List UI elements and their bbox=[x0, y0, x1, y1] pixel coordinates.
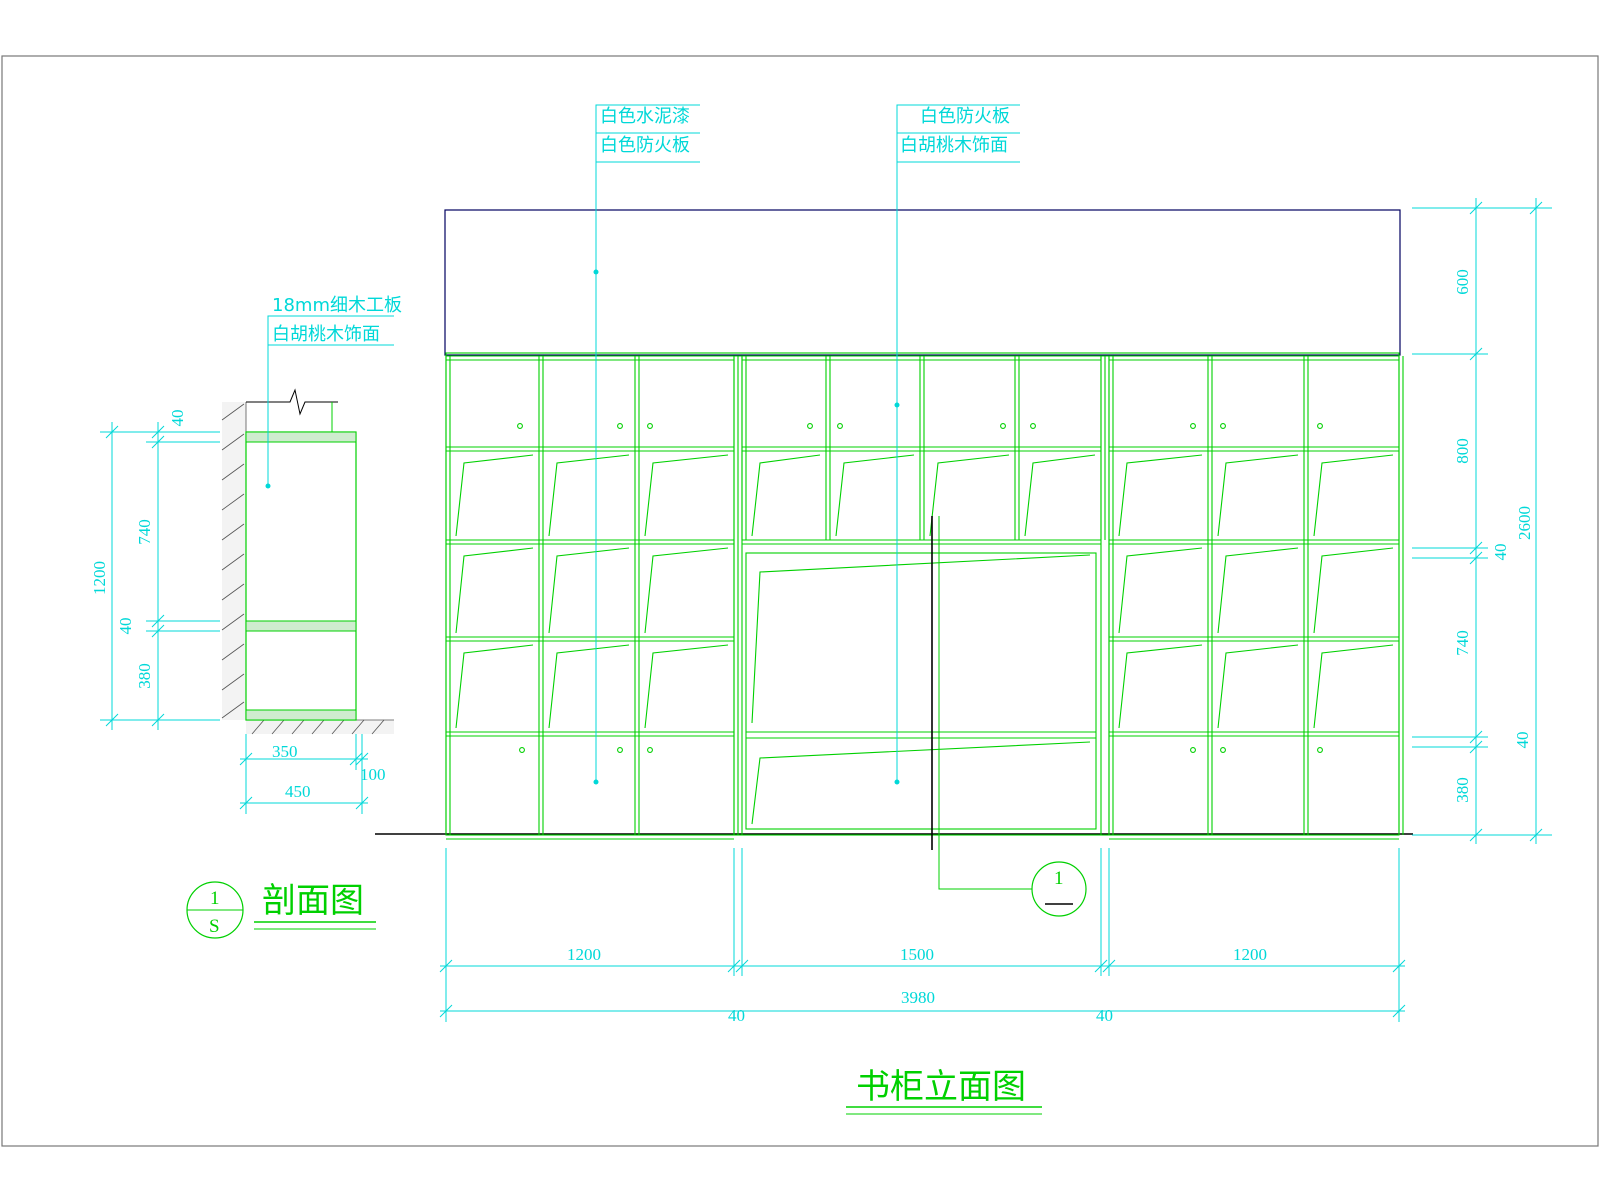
slanted-shelf bbox=[751, 454, 821, 537]
slanted-shelf bbox=[1313, 454, 1394, 537]
section-dim-740: 740 bbox=[135, 519, 154, 545]
slanted-shelf bbox=[1313, 644, 1394, 729]
section-dim-100: 100 bbox=[360, 765, 386, 784]
door-knob bbox=[1317, 747, 1323, 753]
dim-right-600: 600 bbox=[1453, 269, 1472, 295]
section-title-block: 1 S 剖面图 bbox=[186, 881, 376, 939]
central-frame bbox=[745, 552, 1097, 830]
section-callout-bottom: S bbox=[209, 916, 220, 937]
door-knob bbox=[1000, 423, 1006, 429]
door-knob bbox=[1030, 423, 1036, 429]
dim-right-740: 740 bbox=[1453, 630, 1472, 656]
slanted-shelf bbox=[1217, 454, 1299, 537]
note-left-2: 白色防火板 bbox=[600, 135, 690, 156]
door-knob bbox=[647, 423, 653, 429]
dim-bottom-2: 1500 bbox=[900, 945, 934, 964]
note-left-1: 白色水泥漆 bbox=[600, 106, 690, 127]
door-knob bbox=[1317, 423, 1323, 429]
door-knob bbox=[807, 423, 813, 429]
slanted-shelf bbox=[1118, 454, 1203, 537]
leaders bbox=[595, 104, 1020, 782]
slanted-shelf bbox=[548, 644, 630, 729]
dim-bottom-gap-1: 40 bbox=[728, 1006, 745, 1025]
dim-right-380: 380 bbox=[1453, 777, 1472, 803]
section-cut-marker: 1 bbox=[931, 516, 1087, 917]
leader-right bbox=[896, 104, 1020, 782]
note-right-1: 白色防火板 bbox=[920, 106, 1010, 127]
section-dim-350: 350 bbox=[272, 742, 298, 761]
dim-right-800: 800 bbox=[1453, 438, 1472, 464]
slanted-shelf bbox=[1024, 454, 1096, 537]
slanted-shelf bbox=[1118, 547, 1203, 634]
section-mid-board bbox=[245, 620, 357, 632]
leader-dots bbox=[265, 269, 900, 785]
slanted-shelf bbox=[455, 547, 534, 634]
soffit-panel bbox=[444, 209, 1401, 356]
drawing-frame bbox=[1, 55, 1599, 1147]
section-vertical-dimensions bbox=[100, 422, 220, 730]
note-right-2: 白胡桃木饰面 bbox=[900, 135, 1008, 156]
slanted-shelf bbox=[455, 644, 534, 729]
section-detail bbox=[221, 315, 394, 735]
dim-bottom-total: 3980 bbox=[901, 988, 935, 1007]
door-knob bbox=[1190, 423, 1196, 429]
dim-bottom-1: 1200 bbox=[567, 945, 601, 964]
bookcase-elevation bbox=[375, 209, 1413, 840]
bottom-dimensions bbox=[439, 848, 1406, 1022]
elevation-callout-bubble bbox=[1031, 861, 1087, 917]
section-cabinet bbox=[245, 431, 357, 721]
slanted-shelf bbox=[1217, 644, 1299, 729]
section-dim-total: 1200 bbox=[90, 561, 109, 595]
slanted-shelf bbox=[835, 454, 915, 537]
door-knob bbox=[517, 423, 523, 429]
elevation-title: 书柜立面图 bbox=[856, 1067, 1026, 1107]
slanted-shelf bbox=[644, 547, 729, 634]
section-horizontal-dimensions bbox=[239, 734, 369, 814]
dim-right-total: 2600 bbox=[1515, 506, 1534, 540]
slanted-shelf bbox=[548, 454, 630, 537]
section-callout-top: 1 bbox=[210, 888, 220, 909]
dim-right-40b: 40 bbox=[1513, 732, 1532, 749]
slanted-shelf bbox=[644, 454, 729, 537]
door-knob bbox=[617, 747, 623, 753]
door-knob bbox=[1220, 423, 1226, 429]
slanted-shelf bbox=[455, 454, 534, 537]
slanted-shelf bbox=[1313, 547, 1394, 634]
door-knob bbox=[519, 747, 525, 753]
slanted-shelf bbox=[1118, 644, 1203, 729]
slanted-shelf bbox=[644, 644, 729, 729]
slanted-shelf bbox=[548, 547, 630, 634]
dim-right-40a: 40 bbox=[1491, 544, 1510, 561]
section-bottom-board bbox=[245, 709, 357, 721]
door-knob bbox=[1190, 747, 1196, 753]
section-dim-40b: 40 bbox=[116, 618, 135, 635]
cabinet-body bbox=[445, 352, 1404, 840]
door-knob bbox=[837, 423, 843, 429]
cabinet-outline bbox=[445, 352, 1400, 836]
section-note-2: 白胡桃木饰面 bbox=[272, 324, 380, 345]
right-dimensions bbox=[1412, 198, 1552, 844]
section-title: 剖面图 bbox=[262, 881, 364, 921]
slanted-shelf bbox=[929, 454, 1010, 537]
door-knob bbox=[1220, 747, 1226, 753]
section-dim-450: 450 bbox=[285, 782, 311, 801]
section-note-1: 18mm细木工板 bbox=[272, 295, 402, 316]
door-knob bbox=[647, 747, 653, 753]
section-dim-380: 380 bbox=[135, 663, 154, 689]
section-top-board bbox=[245, 431, 357, 443]
dim-bottom-3: 1200 bbox=[1233, 945, 1267, 964]
slanted-shelf bbox=[1217, 547, 1299, 634]
dim-bottom-gap-2: 40 bbox=[1096, 1006, 1113, 1025]
floor bbox=[246, 720, 394, 734]
section-dim-40a: 40 bbox=[168, 410, 187, 427]
elevation-callout-number: 1 bbox=[1054, 868, 1064, 889]
door-knob bbox=[617, 423, 623, 429]
leader-left bbox=[595, 104, 700, 782]
